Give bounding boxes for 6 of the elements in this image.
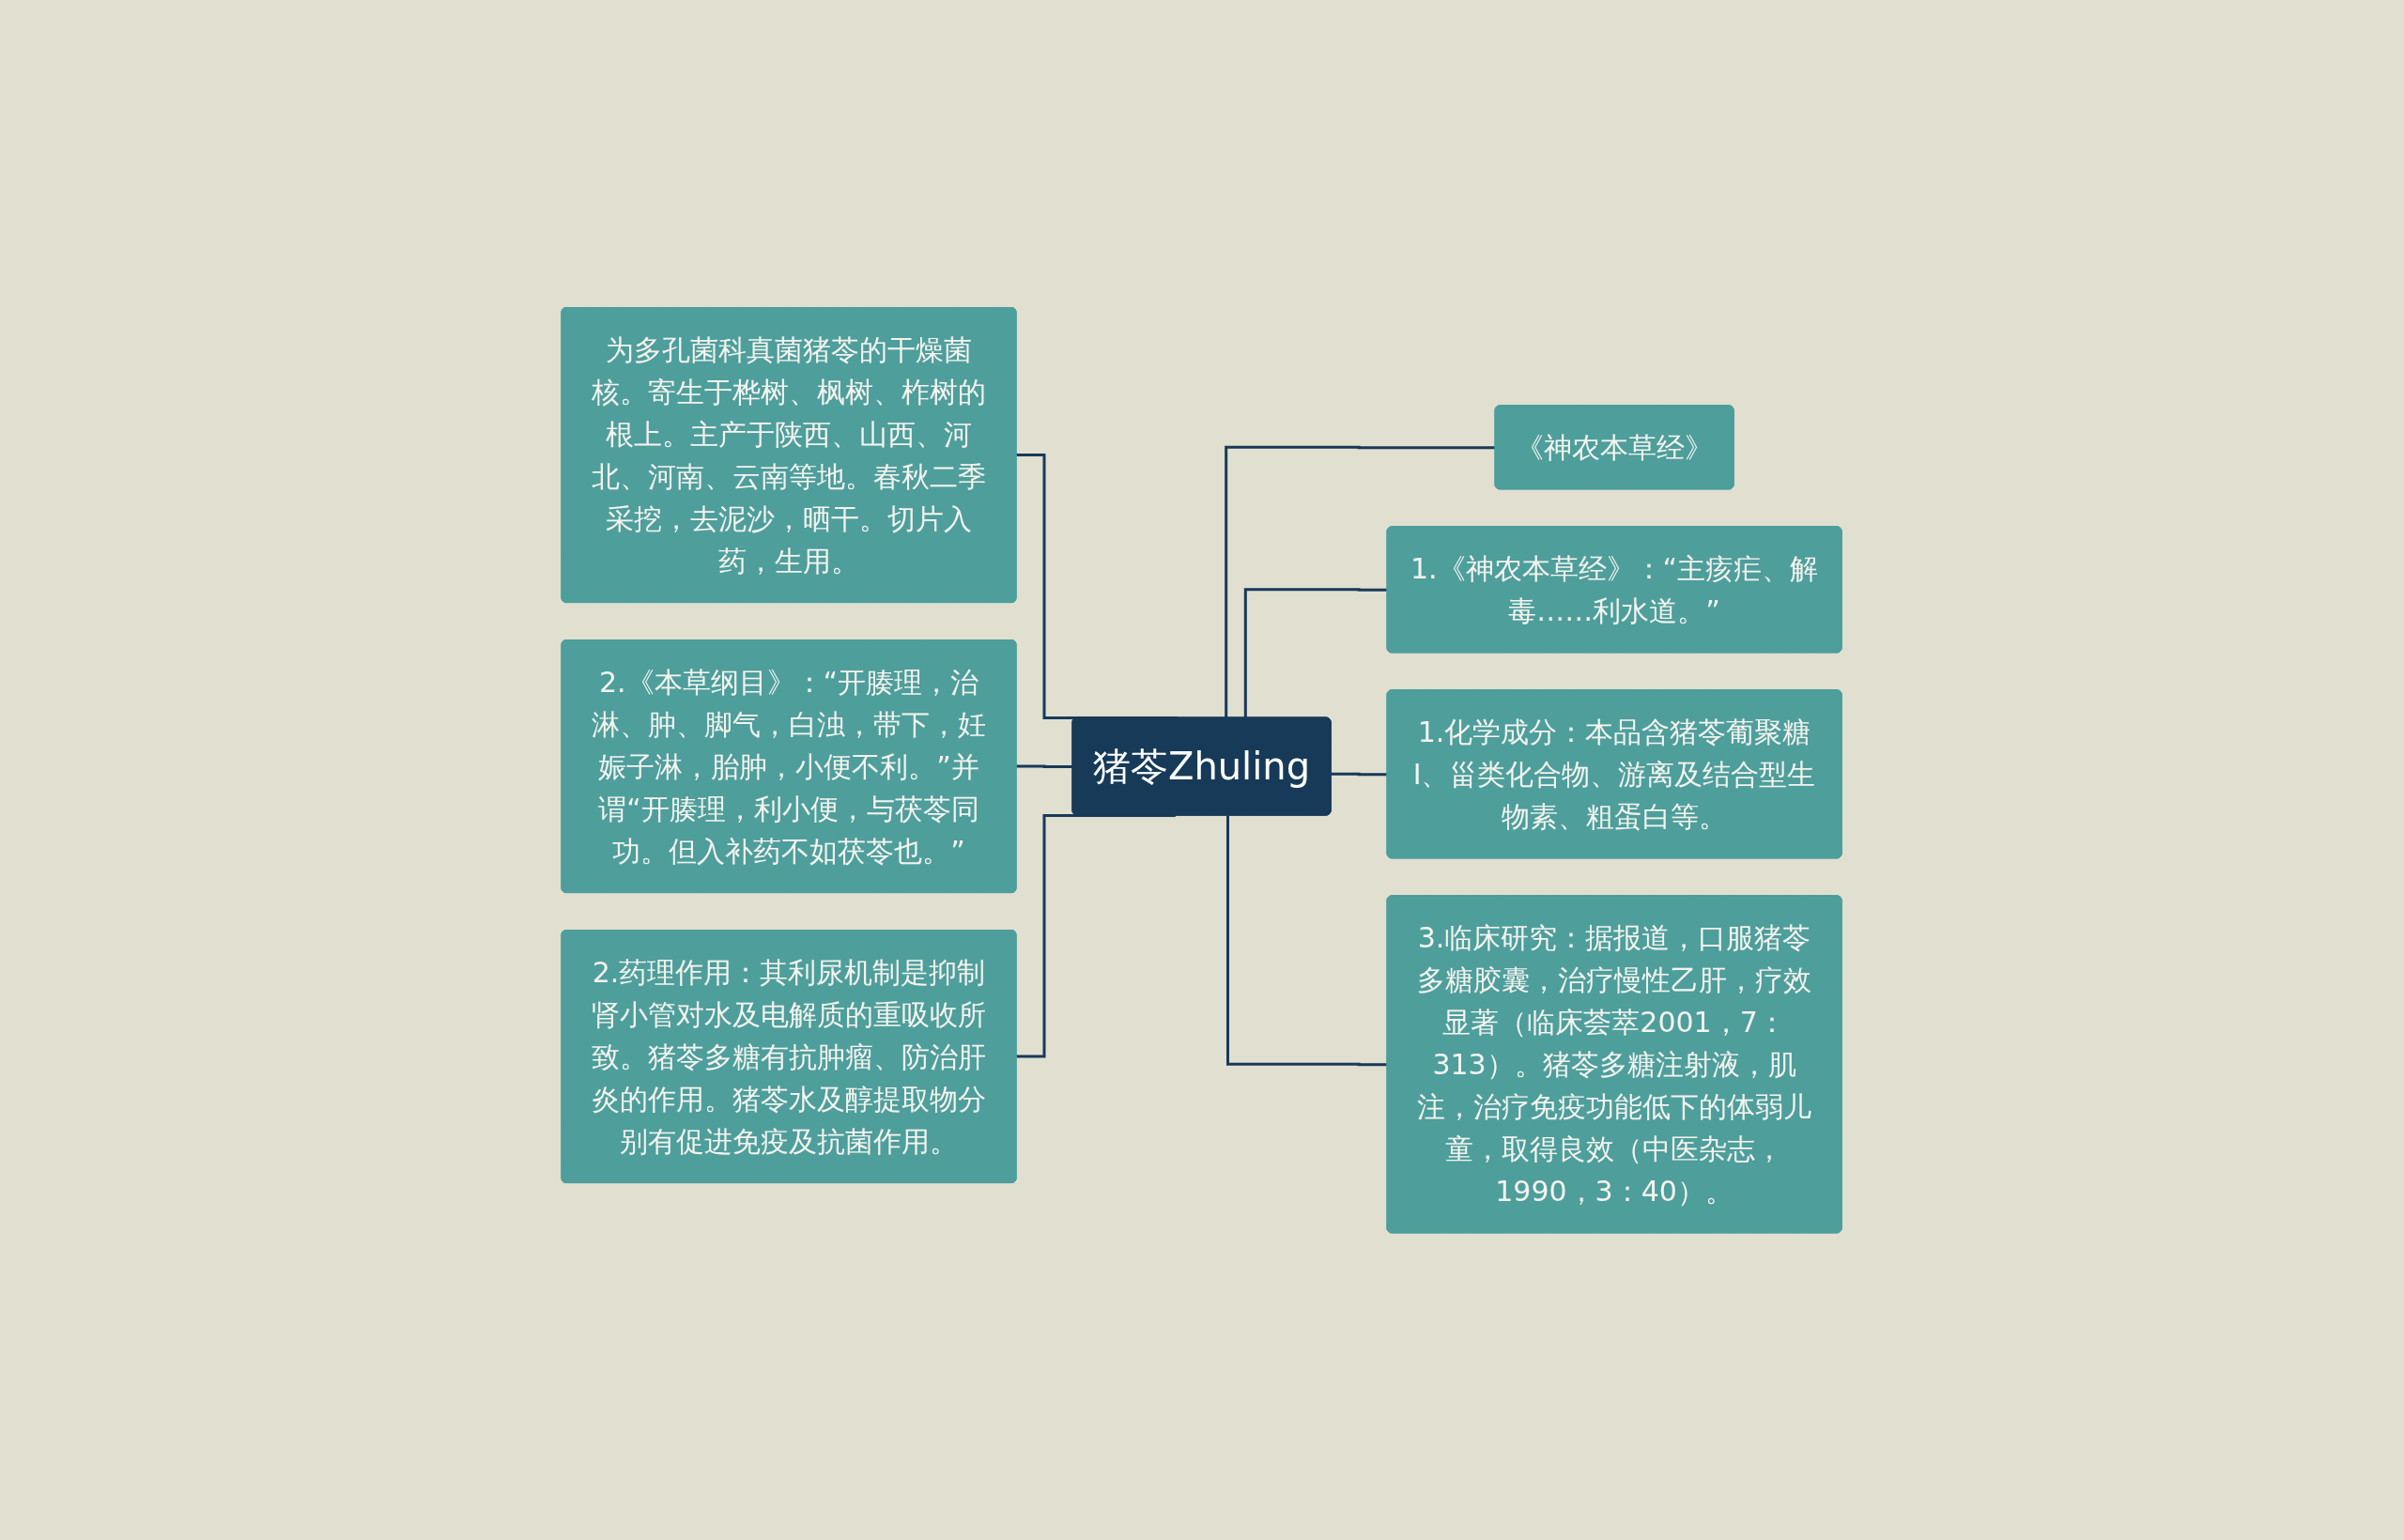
connector	[1225, 445, 1497, 718]
connector	[1244, 588, 1389, 718]
connector	[1015, 813, 1177, 1058]
connector	[1330, 771, 1389, 777]
connector	[1015, 764, 1073, 768]
connector	[1226, 815, 1389, 1067]
